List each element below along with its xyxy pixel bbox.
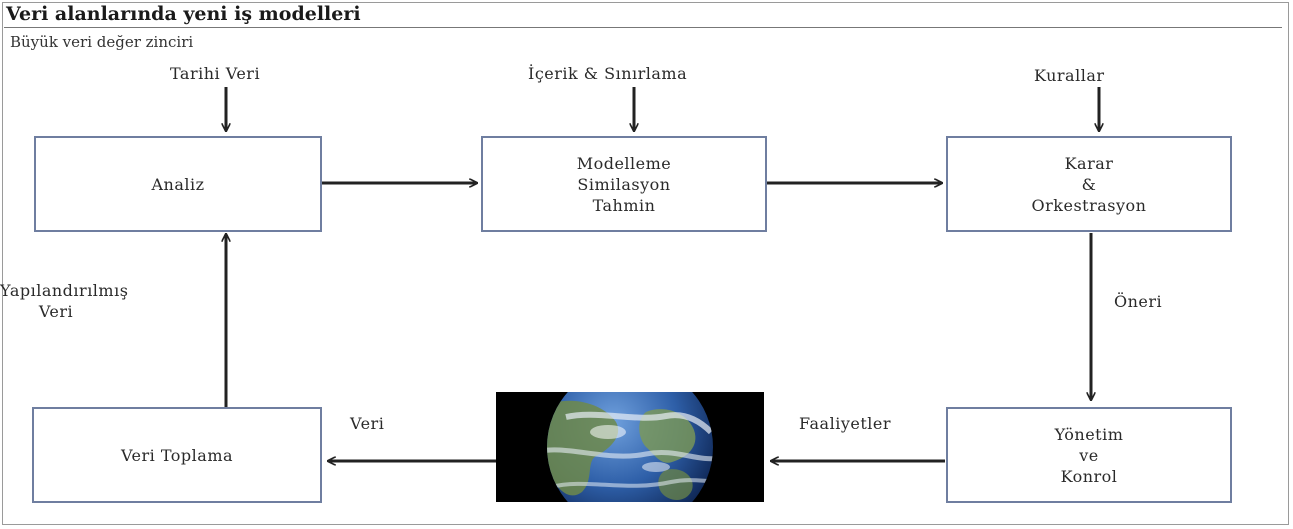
earth-globe-icon: [547, 364, 713, 529]
box-yonetim-line-1: Yönetim: [1054, 424, 1124, 444]
earth-globe-image: [496, 364, 764, 529]
label-icerik-sinirlama: İçerik & Sınırlama: [528, 64, 688, 83]
box-veri-toplama-line-1: Veri Toplama: [120, 445, 234, 465]
label-veri: Veri: [350, 414, 385, 433]
box-karar-line-3: Orkestrasyon: [1031, 195, 1147, 215]
label-yapilandirilmis-line-2: Veri: [38, 302, 74, 321]
box-modelleme: Modelleme Similasyon Tahmin: [481, 136, 767, 232]
label-yapilandirilmis-veri: Yapılandırılmış Veri: [0, 280, 129, 322]
box-yonetim: Yönetim ve Konrol: [946, 407, 1232, 503]
box-yonetim-line-2: ve: [1079, 445, 1099, 465]
label-oneri: Öneri: [1114, 292, 1163, 311]
box-modelleme-line-3: Tahmin: [592, 195, 656, 215]
box-karar-line-1: Karar: [1064, 153, 1114, 173]
box-analiz-line-1: Analiz: [151, 174, 205, 194]
page-title: Veri alanlarında yeni iş modelleri: [6, 3, 361, 25]
box-yonetim-line-3: Konrol: [1060, 466, 1118, 486]
diagram-subtitle: Büyük veri değer zinciri: [10, 33, 194, 51]
box-karar: Karar & Orkestrasyon: [946, 136, 1232, 232]
box-analiz: Analiz: [34, 136, 322, 232]
label-yapilandirilmis-line-1: Yapılandırılmış: [0, 281, 129, 300]
box-karar-line-2: &: [1081, 174, 1097, 194]
label-faaliyetler: Faaliyetler: [799, 414, 891, 433]
box-veri-toplama: Veri Toplama: [32, 407, 322, 503]
box-modelleme-line-2: Similasyon: [577, 174, 671, 194]
label-tarihi-veri: Tarihi Veri: [170, 64, 261, 83]
label-kurallar: Kurallar: [1034, 66, 1105, 85]
title-divider: [4, 27, 1282, 28]
box-modelleme-line-1: Modelleme: [576, 153, 672, 173]
